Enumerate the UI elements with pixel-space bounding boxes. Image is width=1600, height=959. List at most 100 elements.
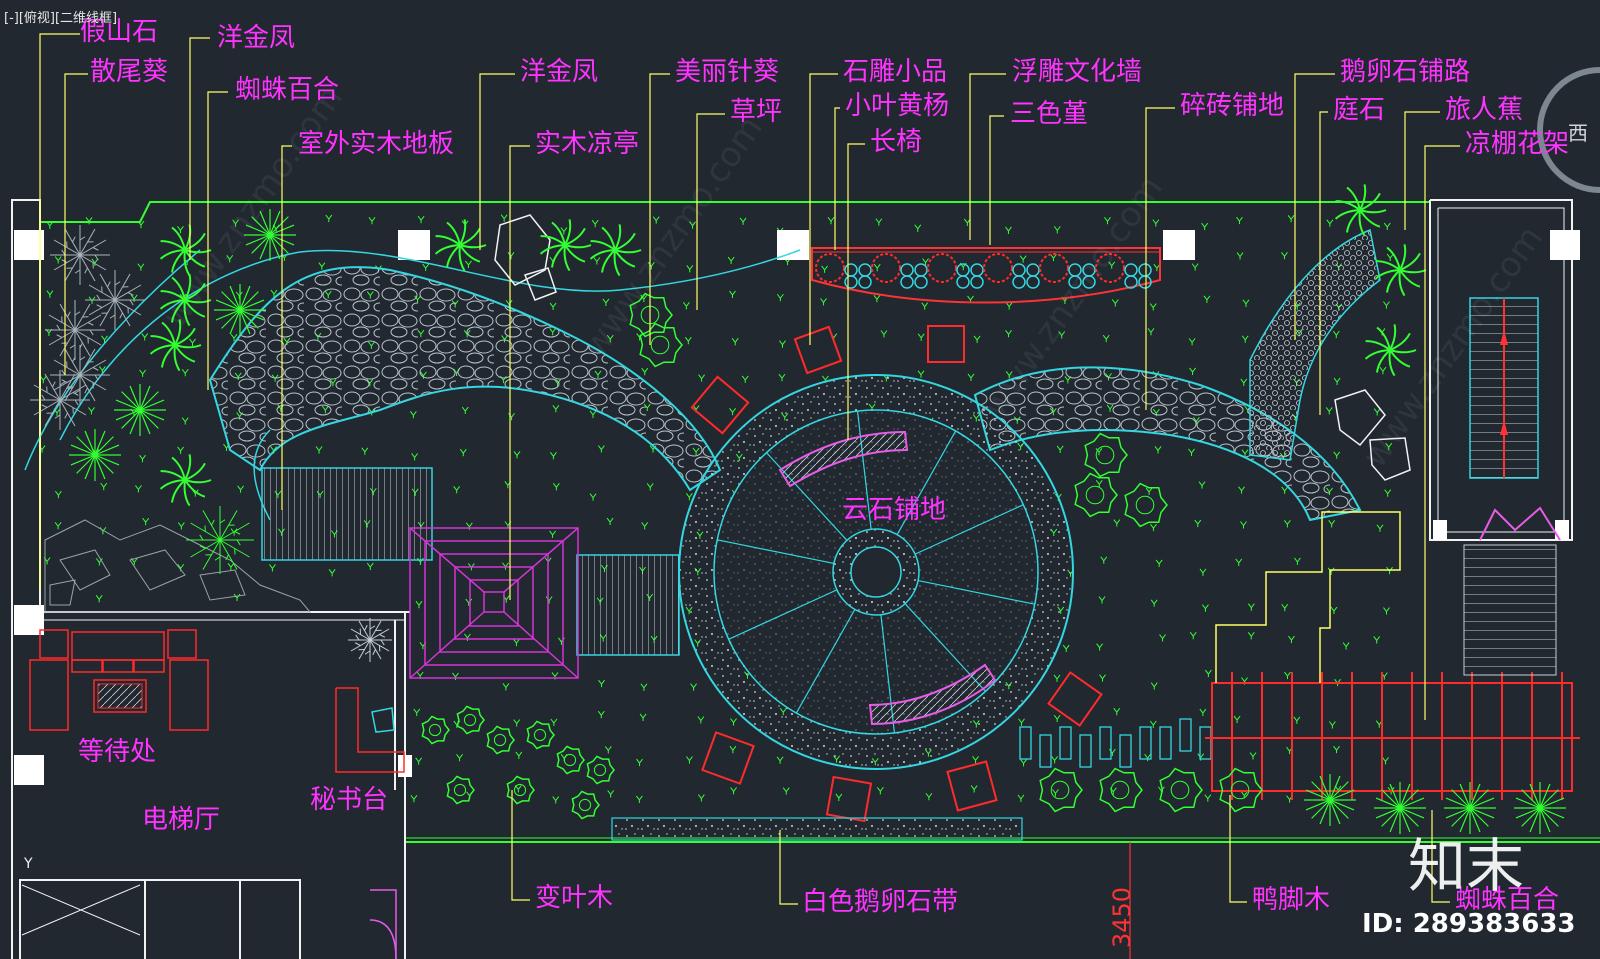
leader-line [1319, 111, 1328, 415]
bed-flower-red [927, 253, 957, 283]
label-waiting-area: 等待处 [78, 737, 156, 767]
grass-mark [227, 562, 235, 571]
grass-mark [1111, 299, 1119, 307]
grass-mark [1202, 604, 1209, 612]
label-white-pebble: 白色鹅卵石带 [802, 887, 958, 917]
brand-id: ID: 289383633 [1362, 909, 1576, 939]
leader-line [1229, 795, 1247, 903]
grass-mark [598, 679, 605, 688]
bed-flower-cyan [1082, 275, 1096, 289]
palm-icon [1334, 184, 1387, 237]
shrub-icon [639, 322, 683, 368]
grass-mark [1052, 789, 1059, 797]
grass-mark [177, 446, 185, 454]
bed-flower-red [1095, 253, 1125, 283]
labels-top: 假山石 散尾葵 洋金凤 蜘蛛百合 室外实木地板 洋金凤 实木凉亭 美丽针葵 草坪… [80, 17, 1569, 159]
grass-mark [641, 367, 649, 376]
grass-mark [1150, 523, 1157, 532]
rockery-area [44, 519, 312, 613]
grass-mark [1159, 634, 1166, 642]
grass-mark [1051, 756, 1059, 764]
stepping-stone [1179, 718, 1192, 752]
timber-pavilion [409, 527, 579, 679]
grass-mark [589, 493, 597, 501]
grass-mark [1385, 442, 1393, 451]
grass-mark [1382, 757, 1389, 765]
grass-mark [827, 216, 835, 225]
stone-sculptures [690, 325, 1103, 823]
grass-mark [1149, 720, 1157, 728]
grass-mark [1050, 253, 1057, 262]
leader-line [39, 33, 80, 590]
plaza-spoke [795, 609, 856, 714]
grass-mark [647, 262, 655, 270]
leader-line [847, 143, 865, 440]
grass-mark [139, 369, 147, 377]
fern-icon [348, 618, 392, 662]
grass-mark [1328, 520, 1336, 528]
label-pergola: 凉棚花架 [1465, 129, 1569, 159]
bed-flower-cyan [1138, 275, 1152, 289]
grass-mark [54, 521, 62, 530]
grass-mark [776, 293, 784, 302]
labels-areas: 云石铺地 等待处 电梯厅 秘书台 [78, 495, 946, 835]
grass-mark [1154, 446, 1162, 454]
grass-mark [641, 522, 649, 530]
shrub-icon [1159, 767, 1203, 813]
grass-mark [1145, 487, 1153, 495]
plaza-spoke [918, 579, 1035, 605]
palm-icon [589, 224, 642, 277]
label-pebble-path: 鹅卵石铺路 [1340, 57, 1470, 87]
grass-mark [1194, 519, 1202, 528]
grass-mark [921, 302, 929, 310]
grass-mark [1333, 377, 1341, 386]
grass-mark [972, 756, 979, 764]
grass-mark [730, 787, 737, 795]
grass-mark [1152, 219, 1160, 227]
grass-mark [1191, 263, 1199, 271]
bed-flower-cyan [1124, 275, 1138, 289]
raised-planters [1215, 511, 1401, 683]
grass-mark [1005, 226, 1012, 234]
grass-mark [230, 528, 238, 536]
viewport-tag[interactable]: [-][俯视][二维线框] [4, 10, 117, 26]
stepping-stones [1019, 718, 1212, 768]
grass-mark [1288, 635, 1295, 644]
stepping-stone [1119, 734, 1132, 768]
grass-mark [54, 256, 62, 264]
star-shrub-icon [1374, 782, 1426, 834]
grass-mark [142, 517, 150, 526]
grass-mark [689, 221, 696, 229]
grass-mark [820, 298, 827, 306]
label-spider-lily-bottom: 蜘蛛百合 [1455, 885, 1559, 915]
grass-mark [1249, 752, 1257, 760]
grass-mark [1098, 596, 1106, 604]
grass-mark [1149, 303, 1157, 311]
grass-mark [875, 218, 883, 226]
grass-mark [88, 407, 95, 415]
grass-mark [635, 795, 643, 803]
grass-mark [652, 216, 660, 224]
shrub-icon [1124, 482, 1168, 528]
palm-icon [1364, 324, 1417, 377]
grass-mark [646, 483, 654, 491]
grass-mark [1005, 329, 1012, 338]
grass-mark [636, 758, 643, 767]
label-rockery: 假山石 [80, 17, 158, 47]
grass-mark [741, 375, 749, 383]
grass-mark [1053, 674, 1061, 682]
bed-flower-red [871, 253, 901, 283]
plants [30, 184, 1566, 834]
leader-line [511, 790, 530, 901]
grass-mark [88, 296, 96, 304]
labels-bottom: 变叶木 白色鹅卵石带 鸭脚木 蜘蛛百合 [535, 883, 1559, 917]
grass-mark [232, 219, 240, 227]
shrub-icon [446, 775, 475, 805]
columns [14, 230, 1580, 785]
grass-mark [779, 340, 786, 348]
stepping-stone [1159, 726, 1172, 760]
grass-mark [95, 595, 103, 603]
grass-mark [880, 330, 888, 338]
grass-mark [682, 302, 690, 310]
grass-mark [1281, 486, 1289, 494]
